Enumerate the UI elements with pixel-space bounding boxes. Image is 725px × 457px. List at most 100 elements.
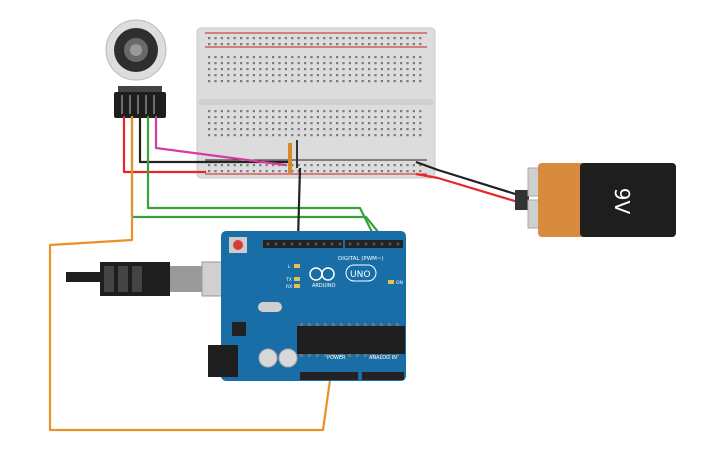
- breadboard-hole: [342, 74, 345, 77]
- breadboard-hole: [278, 56, 281, 59]
- analog-label: ANALOG IN: [369, 355, 397, 361]
- arduino-uno-board[interactable]: DIGITAL (PWM~) ARDUINO UNO L TX RX ON: [208, 231, 406, 381]
- breadboard-hole: [368, 62, 371, 65]
- breadboard-hole: [259, 116, 262, 119]
- breadboard-hole: [419, 43, 422, 46]
- breadboard-hole: [259, 56, 262, 59]
- breadboard-hole: [265, 68, 268, 71]
- breadboard-hole: [355, 74, 358, 77]
- breadboard-hole: [214, 68, 217, 71]
- power-jack[interactable]: [208, 345, 238, 377]
- breadboard-hole: [329, 80, 332, 83]
- breadboard-hole: [272, 164, 275, 167]
- breadboard-hole: [291, 128, 294, 131]
- breadboard-hole: [252, 80, 255, 83]
- breadboard-hole: [220, 43, 223, 46]
- breadboard-hole: [233, 74, 236, 77]
- wires[interactable]: [48, 116, 529, 432]
- breadboard-hole: [304, 122, 307, 125]
- breadboard-hole: [419, 128, 422, 131]
- wire-black-gnd: [296, 167, 302, 241]
- breadboard-hole: [355, 134, 358, 137]
- breadboard-hole: [304, 128, 307, 131]
- breadboard-hole: [355, 43, 358, 46]
- breadboard-hole: [265, 37, 268, 40]
- breadboard-hole: [368, 37, 371, 40]
- breadboard-hole: [393, 74, 396, 77]
- breadboard-hole: [406, 110, 409, 113]
- battery-9v[interactable]: 9V: [515, 163, 676, 237]
- breadboard-hole: [348, 74, 351, 77]
- rotary-potentiometer[interactable]: [105, 19, 167, 118]
- breadboard-hole: [220, 164, 223, 167]
- arduino-brand: ARDUINO: [312, 283, 336, 289]
- breadboard-hole: [227, 116, 230, 119]
- breadboard-hole: [259, 170, 262, 173]
- breadboard-hole: [412, 110, 415, 113]
- breadboard-hole: [220, 116, 223, 119]
- breadboard-hole: [310, 122, 313, 125]
- breadboard-hole: [297, 43, 300, 46]
- breadboard-hole: [233, 37, 236, 40]
- breadboard-hole: [304, 56, 307, 59]
- breadboard-hole: [310, 68, 313, 71]
- breadboard-hole: [336, 56, 339, 59]
- breadboard-hole: [323, 74, 326, 77]
- breadboard-hole: [310, 128, 313, 131]
- breadboard-hole: [412, 134, 415, 137]
- breadboard-jumper[interactable]: [288, 140, 298, 173]
- breadboard-hole: [214, 37, 217, 40]
- breadboard-hole: [227, 134, 230, 137]
- breadboard-hole: [214, 110, 217, 113]
- breadboard-hole: [323, 134, 326, 137]
- breadboard-hole: [393, 128, 396, 131]
- breadboard-hole: [291, 56, 294, 59]
- breadboard[interactable]: [196, 27, 436, 179]
- breadboard-hole: [348, 43, 351, 46]
- breadboard-hole: [419, 56, 422, 59]
- breadboard-hole: [380, 68, 383, 71]
- breadboard-hole: [304, 74, 307, 77]
- breadboard-hole: [233, 110, 236, 113]
- reset-button[interactable]: [233, 240, 243, 250]
- breadboard-hole: [284, 164, 287, 167]
- breadboard-hole: [246, 37, 249, 40]
- breadboard-hole: [297, 170, 300, 173]
- breadboard-hole: [380, 164, 383, 167]
- breadboard-hole: [355, 128, 358, 131]
- wire-battery-black: [415, 160, 529, 200]
- breadboard-hole: [368, 164, 371, 167]
- breadboard-hole: [265, 170, 268, 173]
- breadboard-hole: [208, 170, 211, 173]
- breadboard-hole: [355, 56, 358, 59]
- breadboard-hole: [323, 116, 326, 119]
- battery-label: 9V: [610, 188, 634, 215]
- breadboard-hole: [297, 110, 300, 113]
- breadboard-hole: [387, 128, 390, 131]
- breadboard-hole: [323, 170, 326, 173]
- breadboard-hole: [406, 68, 409, 71]
- breadboard-hole: [323, 164, 326, 167]
- usb-cable: [66, 261, 231, 297]
- breadboard-hole: [291, 37, 294, 40]
- breadboard-hole: [355, 37, 358, 40]
- breadboard-hole: [233, 128, 236, 131]
- breadboard-hole: [208, 164, 211, 167]
- breadboard-hole: [316, 74, 319, 77]
- breadboard-hole: [355, 164, 358, 167]
- breadboard-hole: [419, 134, 422, 137]
- breadboard-hole: [240, 62, 243, 65]
- breadboard-hole: [252, 122, 255, 125]
- breadboard-hole: [323, 68, 326, 71]
- breadboard-hole: [310, 74, 313, 77]
- breadboard-hole: [272, 116, 275, 119]
- breadboard-hole: [233, 116, 236, 119]
- breadboard-hole: [214, 43, 217, 46]
- breadboard-hole: [336, 116, 339, 119]
- breadboard-hole: [265, 74, 268, 77]
- breadboard-hole: [240, 170, 243, 173]
- breadboard-hole: [227, 80, 230, 83]
- breadboard-hole: [265, 110, 268, 113]
